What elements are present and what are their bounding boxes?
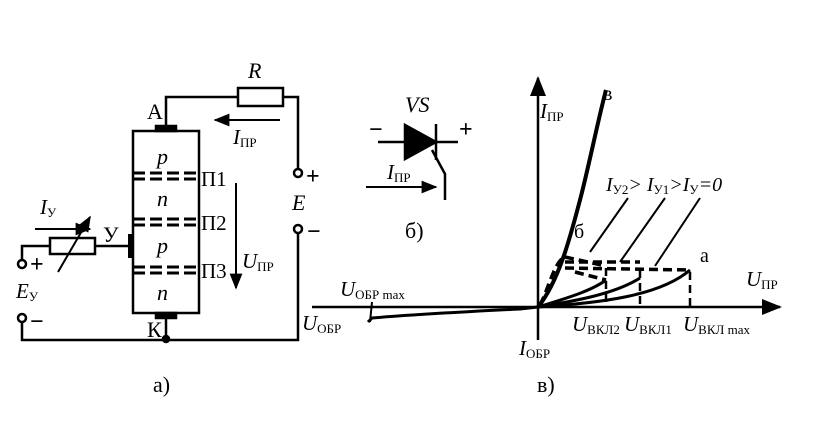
neg-x-label: UОБР	[302, 311, 341, 336]
structure-labels: R A К p n p n П1 П2 П3 IПР UПР IУ У EУ E…	[15, 58, 321, 397]
branch-iy0-low	[537, 268, 691, 309]
ey-plus-sign: +	[30, 252, 44, 278]
resistor-label: R	[247, 58, 262, 83]
anode-contact	[154, 124, 178, 133]
caption-a: а)	[153, 372, 170, 397]
thyristor-structure	[16, 86, 304, 344]
caption-v: в)	[537, 372, 555, 397]
ubr-max-label: UОБР max	[340, 277, 405, 302]
variable-resistor-arrow	[57, 215, 91, 273]
diode-triangle	[403, 122, 439, 162]
curve-v-label: в	[603, 83, 612, 105]
junction-lines	[133, 171, 199, 275]
ey-minus-sign: −	[30, 309, 44, 335]
anode-wire	[164, 95, 238, 126]
curve-v	[536, 89, 608, 309]
e-minus-sign: −	[307, 219, 321, 245]
symbol-plus-sign: +	[459, 117, 473, 143]
symbol-ipr-label: IПР	[386, 160, 411, 185]
anode-label: A	[147, 99, 163, 124]
e-plus-sign: +	[306, 164, 320, 190]
neg-y-label: IОБР	[518, 336, 550, 361]
symbol-labels: VS − + IПР б)	[369, 92, 473, 243]
junction-p1-label: П1	[201, 167, 227, 191]
curve-a-label: а	[700, 245, 709, 267]
gate-label: У	[103, 222, 119, 247]
leader-iy0	[654, 197, 701, 267]
vs-label: VS	[405, 92, 429, 117]
reverse-branch	[366, 305, 539, 324]
x-axis-label: UПР	[746, 267, 778, 292]
caption-b: б)	[405, 218, 424, 243]
terminal-plus	[292, 167, 304, 179]
junction-p3-label: П3	[201, 259, 227, 283]
layer-n1: n	[157, 186, 168, 211]
symbol-minus-sign: −	[369, 117, 383, 143]
iv-characteristic	[312, 76, 782, 340]
layer-p1: p	[155, 144, 168, 169]
leader-iy2	[589, 197, 629, 253]
branch-iy0-dashed	[564, 266, 691, 272]
gate-wire-left	[20, 244, 50, 262]
resistor-wire	[283, 95, 300, 170]
ey-label: EУ	[15, 279, 39, 304]
iv-labels: IПР UПР UОБР IОБР UОБР max в б а IУ2> IУ…	[302, 83, 778, 397]
layer-n2: n	[157, 280, 168, 305]
gate-terminal-minus	[16, 312, 28, 324]
cathode-label: К	[147, 317, 162, 342]
y-axis-label: IПР	[539, 99, 564, 124]
gate-condition-label: IУ2> IУ1>IУ=0	[605, 174, 722, 197]
symbol-gate-lead	[430, 149, 447, 200]
gate-terminal-plus	[16, 258, 28, 270]
branch-aux-dashed	[574, 270, 607, 282]
ubr-max-tick	[369, 301, 373, 323]
curve-b-label: б	[574, 221, 584, 243]
ipr-label: IПР	[232, 125, 257, 150]
leader-iy1	[619, 197, 666, 263]
bottom-wire	[20, 232, 300, 342]
resistor-r	[236, 86, 285, 108]
iy-label: IУ	[39, 195, 57, 220]
uvklmax-label: UВКЛ max	[683, 312, 750, 337]
uvkl2-label: UВКЛ2	[572, 312, 620, 337]
e-label: E	[291, 190, 306, 215]
terminal-minus	[292, 223, 304, 235]
upr-label: UПР	[242, 249, 274, 274]
curve-b-dashed	[538, 255, 566, 306]
junction-p2-label: П2	[201, 211, 227, 235]
uvkl1-label: UВКЛ1	[624, 312, 672, 337]
layer-p2: p	[155, 233, 168, 258]
thyristor-symbol	[366, 122, 458, 200]
